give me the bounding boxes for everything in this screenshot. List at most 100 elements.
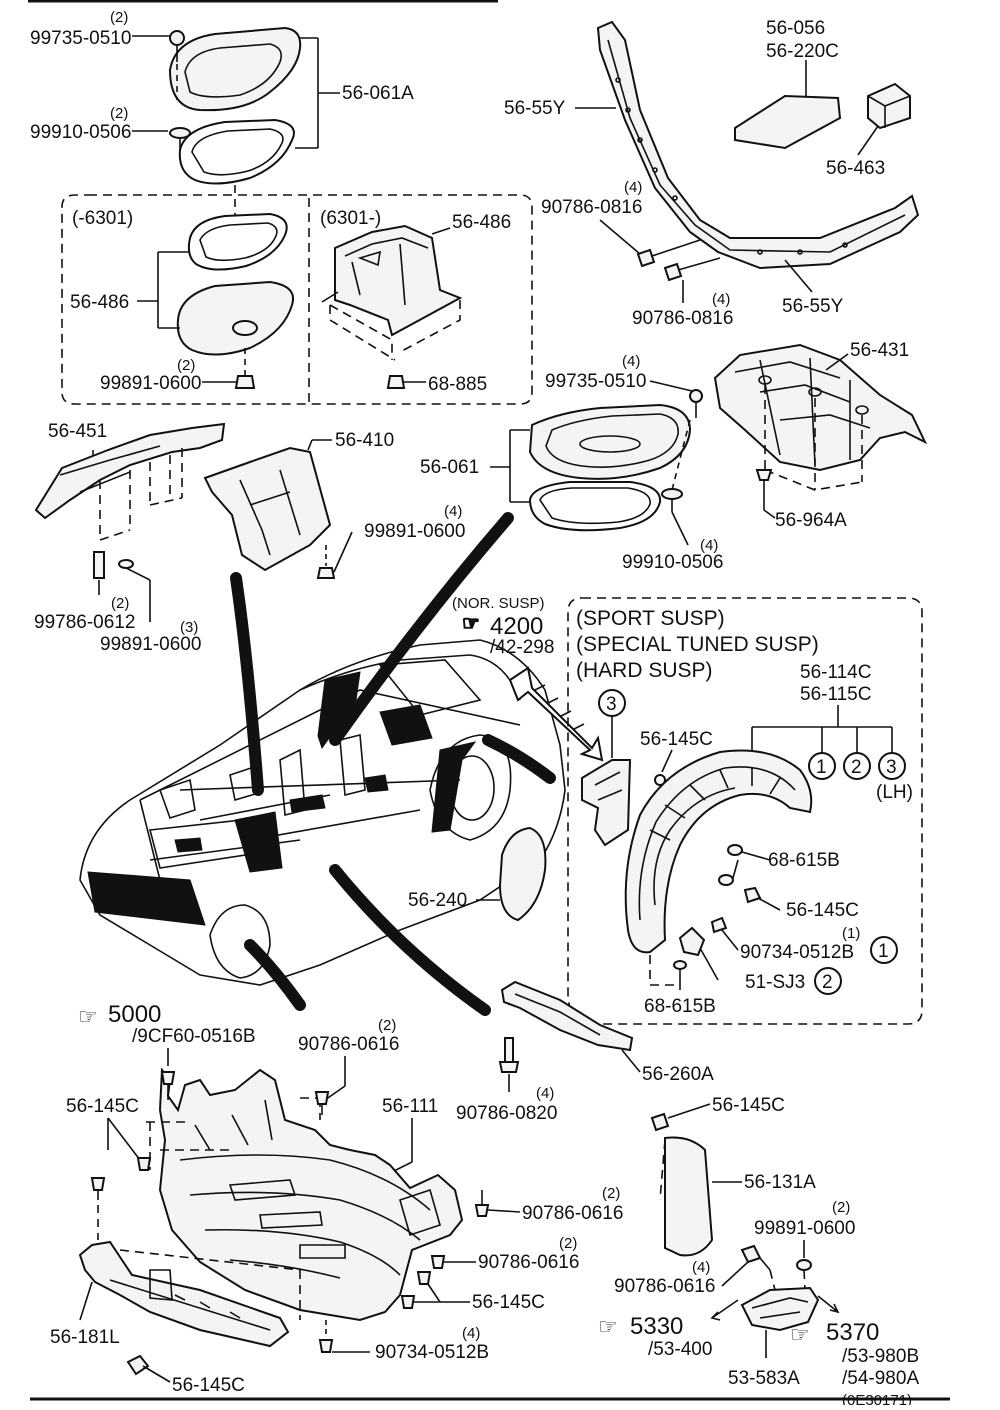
qty-90786-0816-b: (4) — [712, 291, 730, 308]
ref-5370-sub: /53-980B — [842, 1346, 919, 1367]
insulator-56-486-left — [137, 212, 294, 389]
label-56-145C-box: 56-145C — [640, 729, 713, 750]
insulator-56-486-right — [321, 224, 463, 389]
label-90734-0512B-box: 90734-0512B — [740, 942, 854, 963]
qty-90786-0616-low: (2) — [559, 1235, 577, 1252]
cover-56-061 — [490, 380, 703, 546]
susp-line-3: (HARD SUSP) — [576, 659, 713, 682]
label-56-056: 56-056 — [766, 18, 825, 39]
circle-1 — [808, 752, 836, 780]
qty-90786-0616-top: (2) — [378, 1017, 396, 1034]
label-90786-0616-mid: 90786-0616 — [522, 1203, 623, 1224]
block-56-463 — [857, 82, 911, 156]
label-56-131A: 56-131A — [744, 1172, 816, 1193]
qty-99891-0600-mid: (4) — [444, 503, 462, 520]
label-circ-1: 1 — [816, 757, 827, 778]
susp-fasteners — [649, 844, 781, 990]
hand-pointer-icon-5000: ☞ — [78, 1004, 98, 1029]
label-56-061A: 56-061A — [342, 83, 414, 104]
label-variant-early: (-6301) — [72, 208, 133, 229]
leader-thick-3 — [482, 734, 556, 784]
qty-90734-0512B-box: (1) — [842, 925, 860, 942]
label-variant-late: (6301-) — [320, 208, 381, 229]
car-body — [79, 639, 566, 986]
leader-thick-1 — [230, 572, 264, 796]
ref-4200-part: 4200 — [490, 613, 543, 640]
susp-box — [567, 597, 923, 1025]
ref-5330-sub: /53-400 — [648, 1339, 712, 1360]
label-68-615B-b: 68-615B — [644, 996, 716, 1017]
label-56-260A: 56-260A — [642, 1064, 714, 1085]
label-99891-0600-br: 99891-0600 — [754, 1218, 855, 1239]
label-circ-3: 3 — [886, 757, 897, 778]
label-56-145C-foot: 56-145C — [172, 1375, 245, 1396]
ref-5370-sub2: /54-980A — [842, 1368, 919, 1389]
bolt-90786-0820 — [498, 1037, 520, 1092]
label-circ-2-b: 2 — [822, 972, 833, 993]
label-56-145C-bottom: 56-145C — [472, 1292, 545, 1313]
label-56-114C: 56-114C — [800, 662, 871, 683]
label-90786-0616-low: 90786-0616 — [478, 1252, 579, 1273]
label-LH: (LH) — [876, 782, 913, 803]
qty-99735-0510-top: (2) — [110, 9, 128, 26]
label-99910-0506-top: 99910-0506 — [30, 122, 131, 143]
label-56-220C: 56-220C — [766, 41, 839, 62]
qty-90786-0816-a: (4) — [624, 179, 642, 196]
brace-56-260A — [500, 980, 641, 1073]
brace-56-55Y — [575, 20, 920, 293]
hatched-double-arrow — [508, 666, 604, 762]
label-99910-0506-mid: 99910-0506 — [622, 552, 723, 573]
mudflap-56-131A — [650, 1103, 742, 1257]
label-56-115C: 56-115C — [800, 684, 871, 705]
susp-line-1: (SPORT SUSP) — [576, 607, 725, 630]
label-99735-0510-top: 99735-0510 — [30, 28, 131, 49]
label-circ-1-b: 1 — [878, 941, 889, 962]
qty-99891-0600-box: (2) — [177, 357, 195, 374]
bolts-90786-0816 — [599, 219, 721, 303]
leader-thick-2 — [329, 512, 514, 746]
ref-5370-part: 5370 — [826, 1319, 879, 1346]
label-99891-0600-mid: 99891-0600 — [364, 521, 465, 542]
panel-56-240 — [476, 826, 547, 922]
label-99735-0510-mid: 99735-0510 — [545, 371, 646, 392]
ref-4200-pre: (NOR. SUSP) — [452, 595, 545, 612]
undercover-56-111 — [146, 1067, 464, 1322]
ref-5330-part: 5330 — [630, 1313, 683, 1340]
label-53-583A: 53-583A — [728, 1368, 800, 1389]
label-99891-0600-box: 99891-0600 — [100, 373, 201, 394]
cover-56-061A-group — [132, 26, 340, 240]
qty-90734-0512B-bottom: (4) — [462, 1325, 480, 1342]
label-51-SJ3: 51-SJ3 — [745, 972, 805, 993]
variant-box — [61, 194, 533, 405]
label-90786-0616-top: 90786-0616 — [298, 1034, 399, 1055]
label-56-240: 56-240 — [408, 890, 467, 911]
label-56-061: 56-061 — [420, 457, 479, 478]
qty-99735-0510-mid: (4) — [622, 353, 640, 370]
label-circ-3-top: 3 — [606, 694, 617, 715]
bracket-56-451 — [34, 422, 226, 622]
heat-shield-56-431 — [713, 343, 928, 519]
qty-99910-0506-top: (2) — [110, 105, 128, 122]
label-56-486-right: 56-486 — [452, 212, 511, 233]
label-56-145C-box2: 56-145C — [786, 900, 859, 921]
label-56-55Y-top: 56-55Y — [504, 98, 566, 119]
label-68-615B-a: 68-615B — [768, 850, 840, 871]
undercover-fasteners-right — [318, 1190, 521, 1353]
label-56-181L: 56-181L — [50, 1327, 120, 1348]
label-90786-0616-br: 90786-0616 — [614, 1276, 715, 1297]
label-90734-0512B-bottom: 90734-0512B — [375, 1342, 489, 1363]
label-56-145C-right: 56-145C — [712, 1095, 785, 1116]
bracket-53-583A — [710, 1244, 840, 1358]
label-circ-2: 2 — [851, 757, 862, 778]
qty-99891-0600-br: (2) — [832, 1199, 850, 1216]
qty-90786-0616-br: (4) — [692, 1259, 710, 1276]
label-56-486-left: 56-486 — [70, 292, 129, 313]
circle-3 — [878, 752, 906, 780]
label-99891-0600-low: 99891-0600 — [100, 634, 201, 655]
label-56-55Y-bottom: 56-55Y — [782, 296, 844, 317]
circle-2-b — [814, 967, 842, 995]
susp-line-2: (SPECIAL TUNED SUSP) — [576, 633, 819, 656]
label-56-463: 56-463 — [826, 158, 885, 179]
label-56-111: 56-111 — [382, 1096, 438, 1117]
